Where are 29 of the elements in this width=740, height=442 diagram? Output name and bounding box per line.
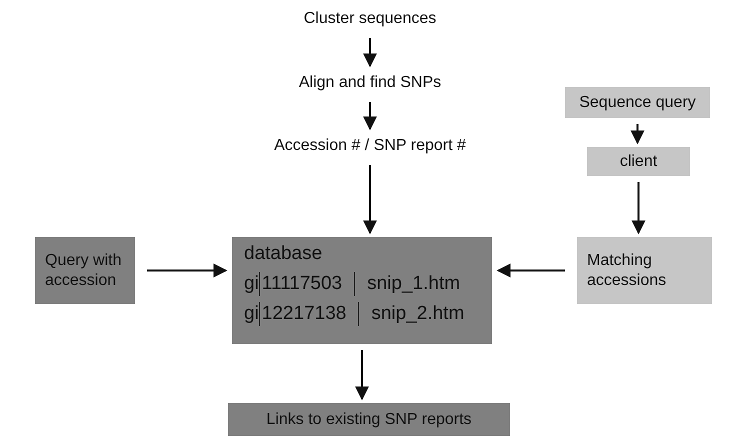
file-name: snip_2.htm: [358, 302, 464, 326]
arrow: [630, 124, 644, 144]
box-text: Matching accessions: [587, 250, 668, 290]
database-box: [232, 237, 492, 344]
arrow: [363, 165, 377, 234]
box-heading: database: [244, 242, 324, 266]
record-id: gi: [244, 272, 259, 296]
arrow: [363, 38, 377, 68]
process-box: [565, 87, 710, 118]
arrow: [355, 350, 369, 400]
box-text: Sequence query: [578, 92, 697, 112]
box-text: Links to existing SNP reports: [265, 410, 473, 430]
process-box: [577, 237, 712, 304]
arrow: [496, 264, 565, 278]
record-id: 12217138: [258, 302, 346, 326]
arrow: [147, 264, 228, 278]
arrow: [632, 182, 646, 234]
record-id: gi: [244, 302, 259, 326]
file-name: snip_1.htm: [354, 272, 460, 296]
arrow: [363, 102, 377, 130]
step-label: Align and find SNPs: [298, 73, 442, 93]
step-label: Accession # / SNP report #: [273, 136, 467, 156]
record-id: 11117503: [258, 272, 342, 296]
process-box: [228, 403, 510, 436]
step-label: Cluster sequences: [302, 9, 438, 29]
process-box: [587, 147, 690, 176]
process-box: [35, 237, 135, 304]
box-text: Query with accession: [45, 250, 122, 290]
box-text: client: [618, 152, 658, 172]
